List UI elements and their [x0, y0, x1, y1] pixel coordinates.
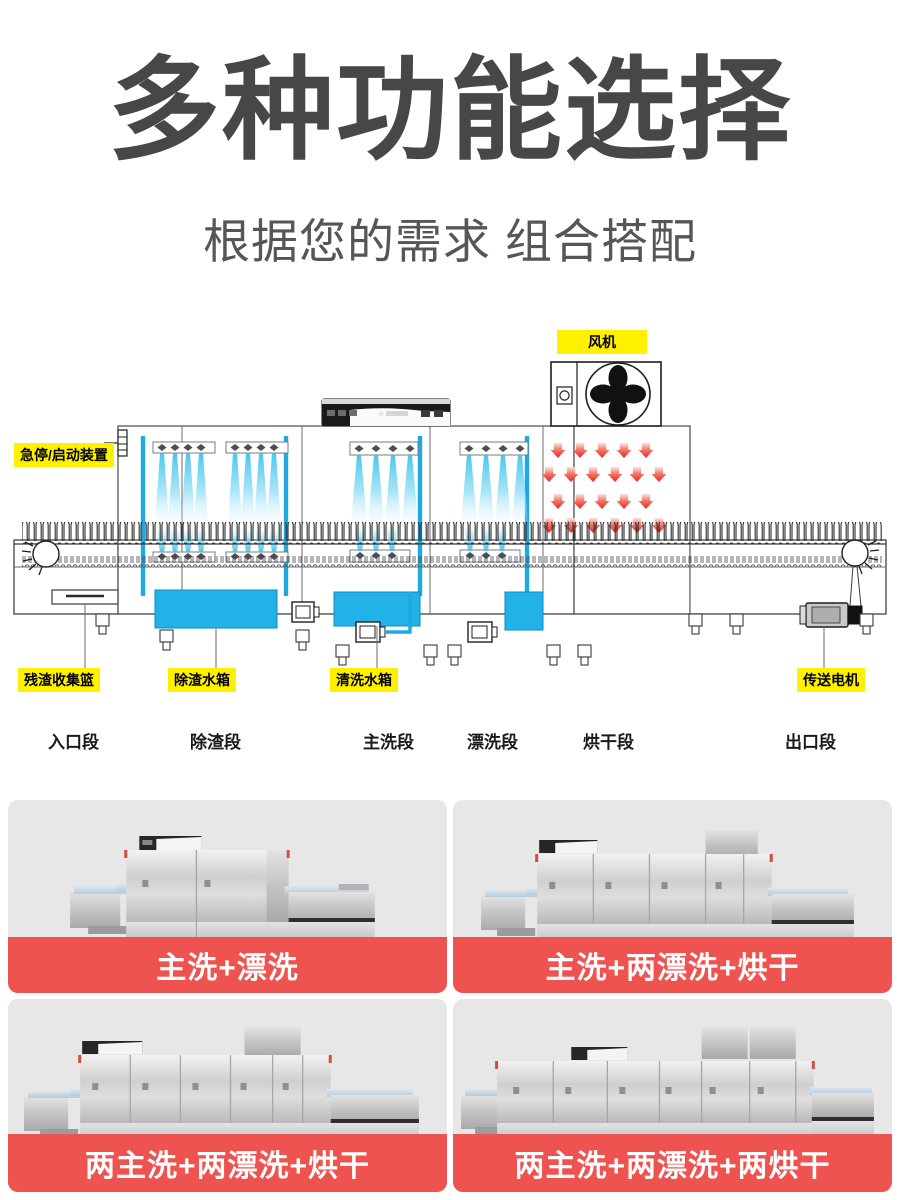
configuration-card-grid: 主洗+漂洗 [8, 800, 892, 1192]
conveyor-motor [799, 565, 863, 628]
residue-basket [51, 589, 119, 605]
configuration-caption-4: 两主洗+两漂洗+两烘干 [453, 1134, 892, 1192]
section-label-dry: 烘干段 [583, 733, 634, 752]
section-label-rinse: 漂洗段 [467, 733, 518, 752]
fan-blades [590, 365, 646, 423]
section-label-inlet: 入口段 [48, 733, 99, 752]
page-title: 多种功能选择 [108, 48, 792, 173]
callout-fan: 风机 [557, 330, 647, 354]
conveyor-belt [14, 522, 886, 568]
prewash-pump [291, 601, 320, 623]
callout-leaders [84, 604, 825, 668]
rinse-pump [467, 621, 498, 643]
section-label-outlet: 出口段 [785, 733, 836, 752]
inlet-sprocket [21, 540, 60, 576]
outlet-sprocket [841, 539, 880, 575]
callout-residue-basket: 残渣收集篮 [18, 668, 100, 692]
callout-conveyor-motor: 传送电机 [797, 668, 865, 692]
configuration-caption-1: 主洗+漂洗 [8, 937, 447, 993]
configuration-card-1[interactable]: 主洗+漂洗 [8, 800, 447, 993]
configuration-card-2[interactable]: 主洗+两漂洗+烘干 [453, 800, 892, 993]
page-subtitle: 根据您的需求 组合搭配 [202, 215, 698, 268]
configuration-card-4[interactable]: 两主洗+两漂洗+两烘干 [453, 999, 892, 1192]
machine-schematic-diagram: 急停/启动装置 风机 残渣收集篮 除渣水箱 清洗水箱 传送电机 [0, 300, 900, 720]
configuration-card-3[interactable]: 两主洗+两漂洗+烘干 [8, 999, 447, 1192]
machine-legs [95, 613, 874, 666]
configuration-caption-3: 两主洗+两漂洗+烘干 [8, 1134, 447, 1192]
callout-emergency-stop: 急停/启动装置 [14, 443, 114, 467]
wash-pump [355, 592, 412, 643]
section-label-main-wash: 主洗段 [363, 733, 414, 752]
section-label-prewash: 除渣段 [190, 733, 241, 752]
callout-wash-tank: 清洗水箱 [330, 668, 398, 692]
section-label-row: 入口段 除渣段 主洗段 漂洗段 烘干段 出口段 [0, 728, 900, 768]
callout-prewash-tank: 除渣水箱 [168, 668, 236, 692]
fan-unit [550, 361, 662, 427]
configuration-caption-2: 主洗+两漂洗+烘干 [453, 937, 892, 993]
wash-water-tank [333, 591, 421, 627]
rinse-water-tank [504, 591, 544, 631]
prewash-water-tank [154, 589, 278, 629]
control-panel [321, 398, 451, 427]
